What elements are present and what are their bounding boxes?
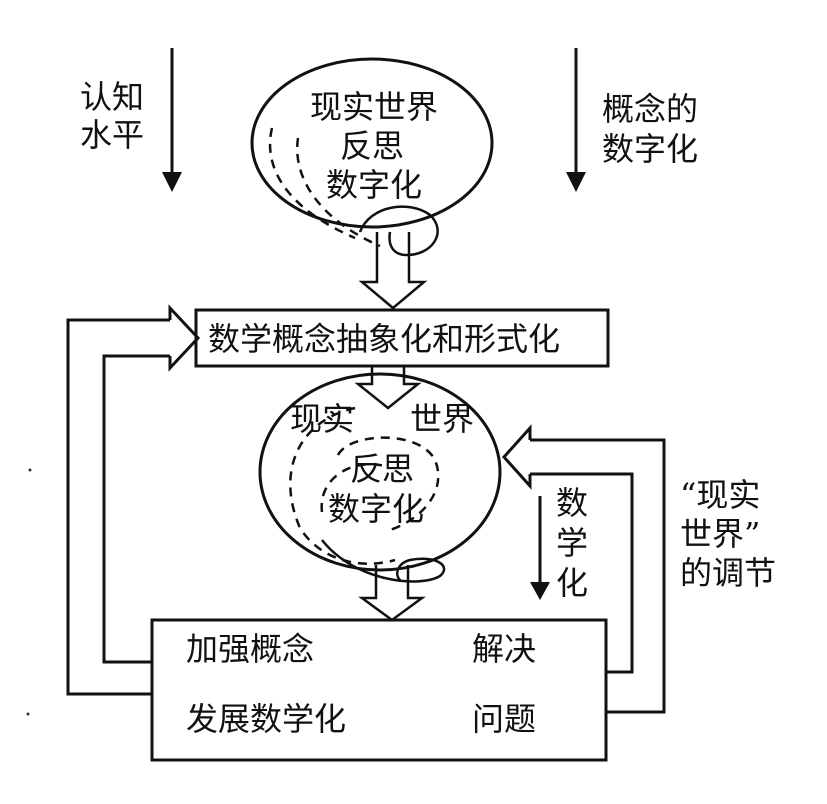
top-real-world-label: 现实世界 (310, 88, 438, 126)
outer-feedback-loop (66, 318, 170, 696)
middle-circle (258, 372, 502, 572)
mid-world-label: 世界 (410, 400, 474, 438)
mid-solid-tail (321, 539, 446, 583)
scan-dot-2 (26, 712, 30, 716)
top-ellipse (250, 57, 494, 229)
mid-reflect-label: 反思 (350, 450, 414, 488)
cognition-label-2: 水平 (80, 116, 144, 154)
adjust-label-1: “现实 (680, 476, 760, 514)
develop-label: 发展数学化 (186, 700, 346, 738)
bottom-box (150, 618, 608, 762)
mid-spiral-dashed-3 (320, 463, 386, 513)
inner-feedback-loop (102, 354, 170, 664)
top-reflect-label: 反思 (340, 127, 404, 165)
cognition-label-1: 认知 (80, 78, 144, 116)
mathematize-arrow (530, 496, 550, 600)
adjust-label-3: 的调节 (680, 554, 776, 592)
math-label-3: 化 (556, 564, 588, 602)
mid-hollow-arrow (354, 366, 422, 410)
math-label-2: 学 (556, 524, 588, 562)
strengthen-label: 加强概念 (186, 630, 314, 668)
right-outer-loop (530, 438, 666, 714)
cognition-arrow (162, 48, 182, 192)
abstraction-label: 数学概念抽象化和形式化 (208, 320, 560, 358)
concept-label-1: 概念的 (602, 90, 698, 128)
concept-digitize-arrow (566, 48, 586, 192)
mid-spiral-dashed-1 (289, 406, 396, 565)
mid-real-label: 现实 (290, 400, 354, 438)
scan-dot-1 (28, 468, 32, 472)
math-label-1: 数 (556, 484, 588, 522)
top-digitize-label: 数字化 (326, 166, 422, 204)
concept-label-2: 数字化 (602, 130, 698, 168)
solve-label: 解决 (472, 630, 536, 668)
top-solid-loop (358, 205, 439, 257)
right-inner-loop (530, 472, 634, 674)
feedback-arrowhead (168, 304, 201, 372)
problem-label: 问题 (472, 700, 536, 738)
right-arrowhead (501, 424, 532, 490)
top-hollow-arrow (358, 232, 428, 310)
mid-digitize-label: 数字化 (328, 490, 424, 528)
adjust-label-2: 世界” (680, 515, 760, 553)
